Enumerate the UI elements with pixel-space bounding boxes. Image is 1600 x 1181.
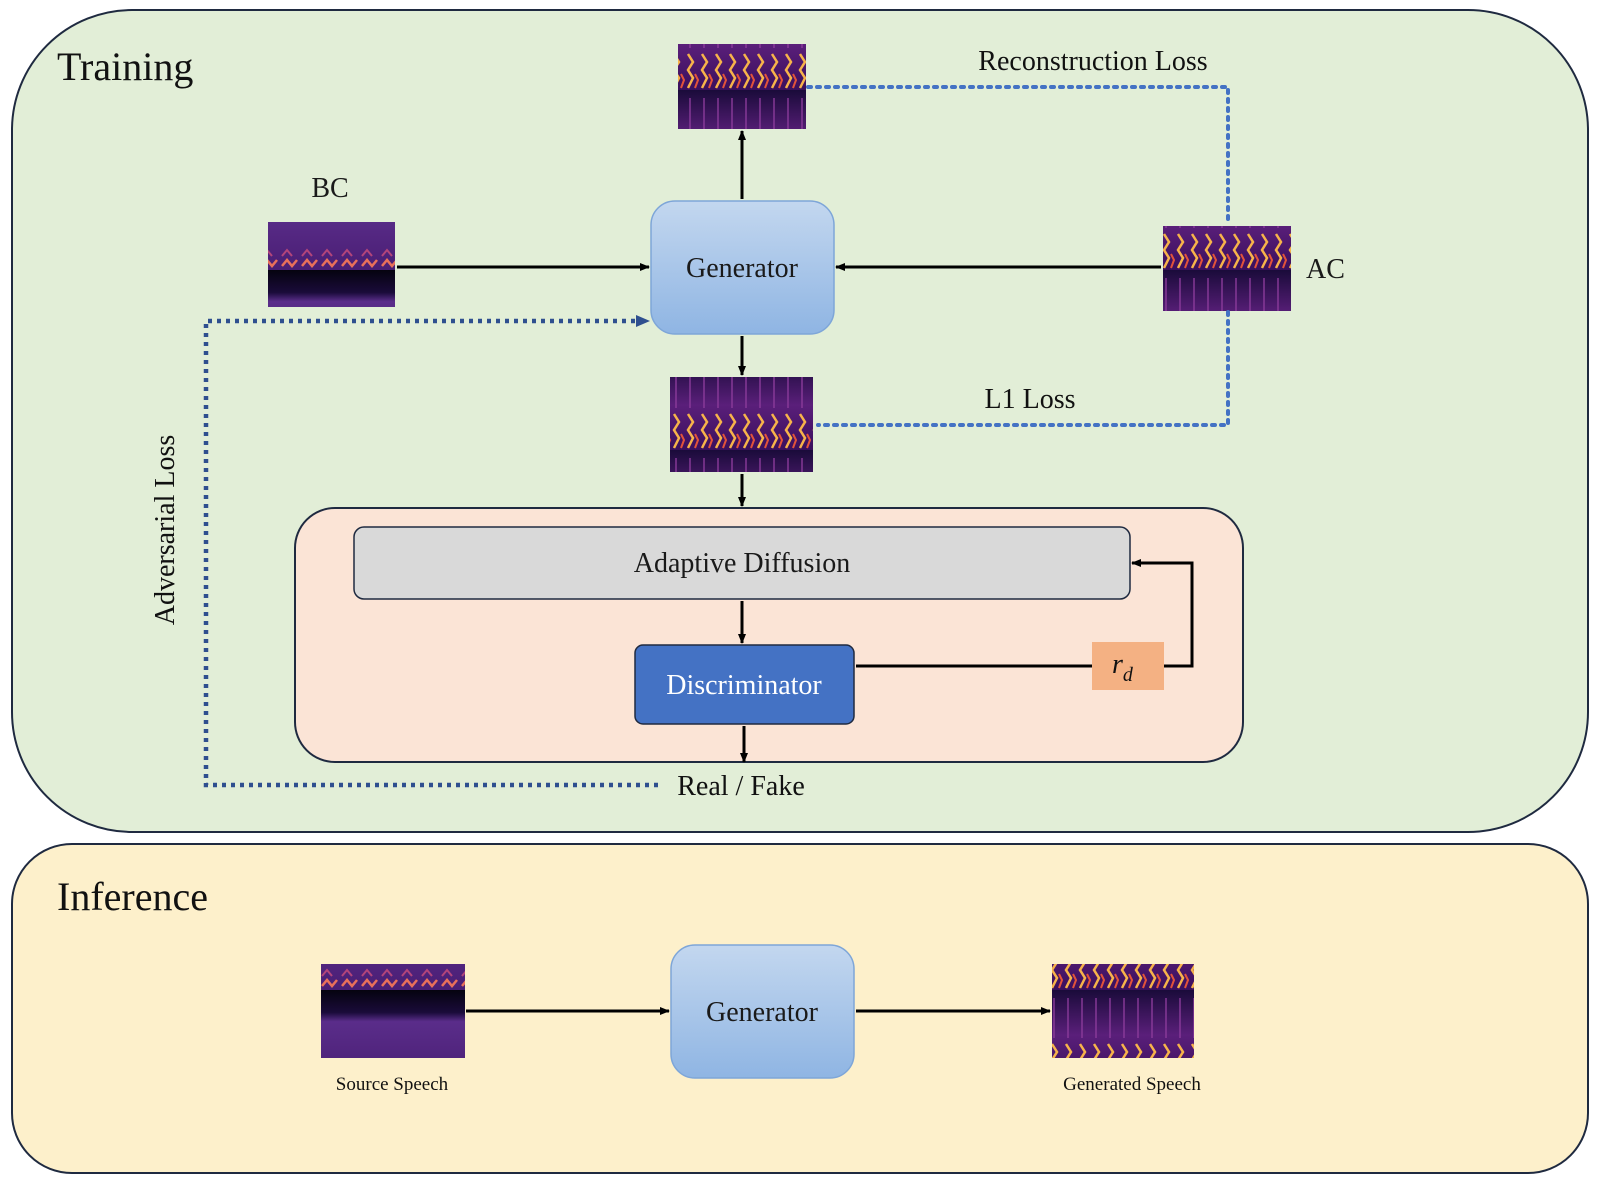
discriminator-label: Discriminator [666, 670, 822, 701]
discriminator-node [634, 644, 855, 725]
inference-generator-node [670, 944, 855, 1079]
generated-speech-spectrogram [1052, 964, 1194, 1058]
source-speech-label: Source Speech [336, 1074, 449, 1095]
adaptive-diffusion-label: Adaptive Diffusion [634, 548, 850, 579]
ac-spectrogram [1163, 226, 1291, 311]
source-speech-spectrogram [321, 964, 465, 1058]
reconstruction-loss-label: Reconstruction Loss [978, 46, 1207, 77]
l1-loss-label: L1 Loss [985, 384, 1076, 415]
generated-speech-label: Generated Speech [1063, 1074, 1201, 1095]
rd-node [1092, 642, 1164, 690]
arrow-rd-to-diffusion [1131, 559, 1194, 668]
inference-title: Inference [57, 874, 208, 919]
bc-spectrogram [268, 222, 395, 307]
reconstruction-loss-line [806, 85, 1230, 224]
generated-spectrogram [670, 377, 813, 472]
generator-node [650, 200, 835, 335]
bc-label: BC [311, 173, 348, 204]
rd-label: rd [1112, 649, 1134, 686]
adversarial-loss-line [203, 315, 658, 788]
ac-label: AC [1306, 254, 1345, 285]
adaptive-diffusion-node [353, 526, 1131, 600]
training-title: Training [57, 44, 193, 89]
generator-label: Generator [686, 253, 799, 284]
adversarial-loss-label: Adversarial Loss [150, 435, 181, 626]
real-fake-label: Real / Fake [677, 771, 805, 802]
reconstruction-spectrogram [678, 44, 806, 129]
l1-loss-line [816, 310, 1230, 427]
inference-generator-label: Generator [706, 997, 819, 1028]
